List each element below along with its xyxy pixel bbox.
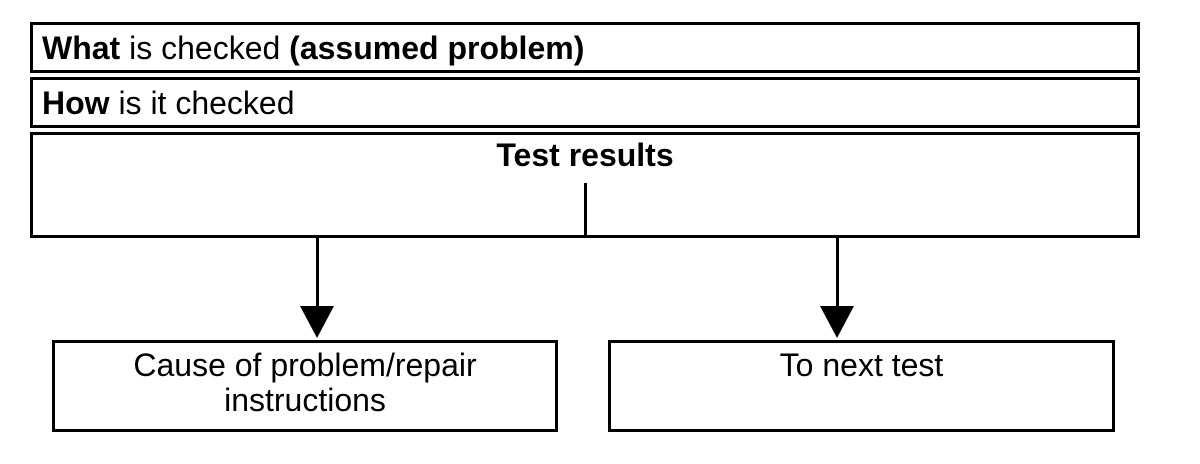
cause-repair-label-line2: instructions xyxy=(224,382,386,418)
what-bold-text: What xyxy=(42,29,121,66)
down-arrowhead-icon xyxy=(820,306,854,338)
how-checked-box: How is it checked xyxy=(30,77,1140,128)
cause-repair-box: Cause of problem/repair instructions xyxy=(52,340,558,432)
next-test-box: To next test xyxy=(608,340,1115,432)
how-checked-label: How is it checked xyxy=(42,87,295,119)
how-bold-text: How xyxy=(42,84,110,121)
how-regular-text: is it checked xyxy=(109,84,295,121)
arrow-line xyxy=(836,238,839,307)
test-results-title: Test results xyxy=(496,137,674,173)
cause-repair-label-line1: Cause of problem/repair xyxy=(133,347,477,383)
arrow-line xyxy=(316,238,319,307)
next-test-label: To next test xyxy=(779,347,944,383)
assumed-problem-bold-text: (assumed problem) xyxy=(289,29,585,66)
down-arrowhead-icon xyxy=(300,306,334,338)
what-checked-label: What is checked (assumed problem) xyxy=(42,32,584,64)
what-regular-text: is checked xyxy=(120,29,290,66)
what-checked-box: What is checked (assumed problem) xyxy=(30,22,1140,73)
results-connector-stub xyxy=(584,183,587,238)
